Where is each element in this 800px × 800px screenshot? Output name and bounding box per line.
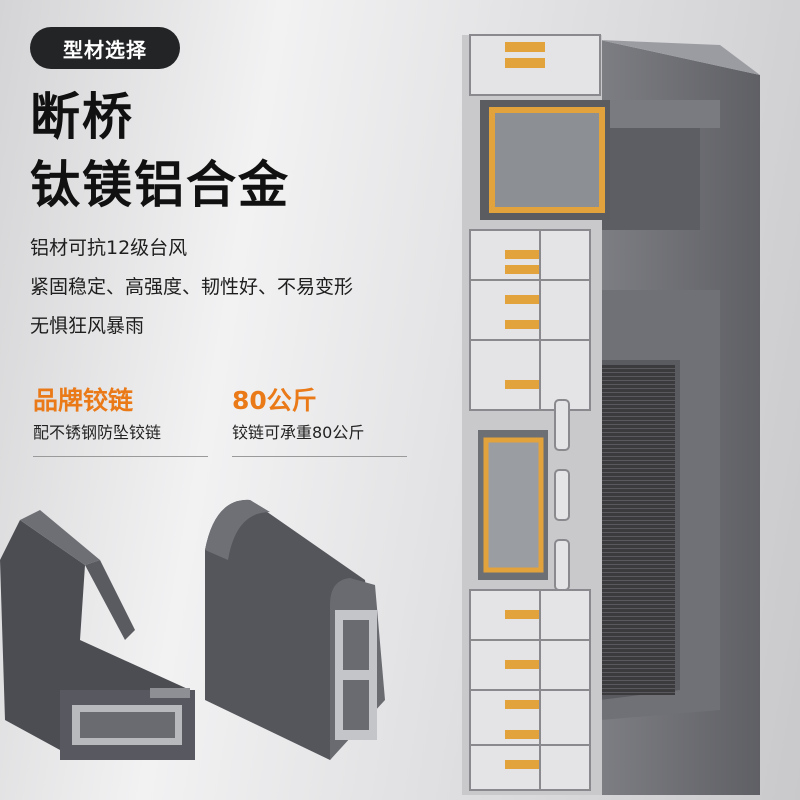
feature-title-load: 80公斤 [232,386,317,415]
aluminum-profile-right [205,499,385,760]
divider [232,456,407,457]
category-badge: 型材选择 [30,27,180,69]
headline-line-2: 钛镁铝合金 [30,156,290,214]
description-line: 无惧狂风暴雨 [30,315,145,337]
description-line: 紧固稳定、高强度、韧性好、不易变形 [30,276,354,298]
description-line: 铝材可抗12级台风 [30,237,188,259]
headline-line-1: 断桥 [30,88,134,146]
feature-title-hinge: 品牌铰链 [33,386,134,415]
window-frame-cross-section [462,34,760,795]
aluminum-profile-left [0,510,195,760]
divider [33,456,208,457]
feature-subtitle-hinge: 配不锈钢防坠铰链 [33,423,162,442]
feature-subtitle-load: 铰链可承重80公斤 [232,423,365,442]
